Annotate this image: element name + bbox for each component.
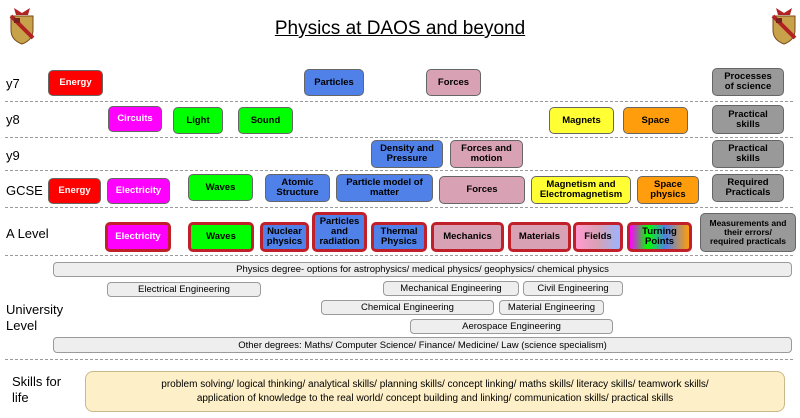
row-separator — [5, 207, 793, 208]
topic-nuclear-line2: physics — [266, 236, 303, 247]
topic-turning-points: Turning Points — [627, 222, 692, 252]
topic-particles-alevel-line3: radiation — [319, 235, 360, 247]
skills-line1: problem solving/ logical thinking/ analy… — [161, 379, 709, 390]
topic-particles-y7: Particles — [304, 69, 364, 96]
topic-electricity-alevel: Electricity — [105, 222, 171, 252]
row-label-gcse: GCSE — [6, 183, 43, 198]
topic-particle-model-line2: matter — [369, 187, 400, 198]
topic-measurements-line1: Measurements and — [709, 218, 787, 229]
topic-magnetism-line2: Electromagnetism — [539, 189, 623, 200]
topic-atomic-line1: Atomic — [281, 177, 314, 189]
row-label-university-line1: University — [6, 302, 64, 317]
topic-measurements-line2: their errors/ — [724, 227, 772, 238]
topic-processes-of-science: Processes of science — [712, 68, 784, 96]
topic-energy-y7: Energy — [48, 70, 103, 96]
topic-thermal-line2: Physics — [381, 236, 417, 247]
topic-mechanics: Mechanics — [431, 222, 504, 252]
row-label-y9: y9 — [6, 148, 20, 163]
topic-waves-gcse: Waves — [188, 174, 253, 201]
topic-required-line1: Required — [727, 177, 769, 189]
topic-forces-gcse: Forces — [439, 176, 525, 204]
university-aerospace-engineering: Aerospace Engineering — [410, 319, 613, 334]
topic-density-line1: Density and — [380, 143, 434, 155]
topic-space-y8: Space — [623, 107, 688, 134]
row-separator — [5, 137, 793, 138]
topic-circuits: Circuits — [108, 106, 162, 132]
topic-density-line2: Pressure — [386, 153, 428, 164]
university-other-degrees: Other degrees: Maths/ Computer Science/ … — [53, 337, 792, 353]
topic-practical-y9-line1: Practical — [728, 143, 768, 155]
topic-thermal-line1: Thermal — [380, 226, 418, 238]
row-separator — [5, 101, 793, 102]
topic-forces-motion-line2: motion — [470, 153, 503, 164]
topic-nuclear-line1: Nuclear — [267, 226, 302, 238]
topic-practical-skills-y9: Practical skills — [712, 140, 784, 168]
topic-space-physics-line2: physics — [650, 189, 686, 200]
topic-space-physics-line1: Space — [654, 179, 682, 191]
topic-magnetism-and-electromagnetism: Magnetism and Electromagnetism — [531, 176, 631, 204]
row-label-y7: y7 — [6, 76, 20, 91]
topic-practical-y8-line1: Practical — [728, 108, 768, 120]
university-mechanical-engineering: Mechanical Engineering — [383, 281, 519, 296]
topic-magnets: Magnets — [549, 107, 614, 134]
topic-magnetism-line1: Magnetism and — [546, 179, 616, 191]
topic-atomic-line2: Structure — [276, 187, 319, 198]
row-label-university-line2: Level — [6, 318, 38, 333]
topic-particles-alevel-line1: Particles — [319, 216, 360, 228]
topic-density-and-pressure: Density and Pressure — [371, 140, 443, 168]
topic-forces-motion-line1: Forces and — [461, 143, 512, 155]
topic-required-practicals: Required Practicals — [712, 174, 784, 202]
topic-electricity-gcse: Electricity — [107, 178, 170, 204]
university-civil-engineering: Civil Engineering — [523, 281, 623, 296]
row-label-skills-line2: life — [12, 390, 29, 405]
topic-energy-gcse: Energy — [48, 178, 101, 204]
topic-required-line2: Practicals — [725, 187, 771, 198]
topic-practical-skills-y8: Practical skills — [712, 105, 784, 134]
topic-measurements-and-errors: Measurements and their errors/ required … — [700, 213, 796, 252]
topic-processes-line2: of science — [724, 81, 772, 92]
row-label-university: University Level — [6, 302, 63, 334]
topic-particles-and-radiation: Particles and radiation — [312, 212, 367, 252]
topic-fields: Fields — [573, 222, 623, 252]
school-crest-icon — [9, 8, 35, 45]
university-chemical-engineering: Chemical Engineering — [321, 300, 494, 315]
topic-nuclear-physics: Nuclear physics — [260, 222, 309, 252]
university-physics-degree: Physics degree- options for astrophysics… — [53, 262, 792, 277]
topic-space-physics: Space physics — [637, 176, 699, 204]
topic-turning-line2: Points — [644, 236, 675, 247]
topic-practical-y8-line2: skills — [736, 118, 760, 130]
topic-measurements-line3: required practicals — [709, 235, 787, 246]
topic-forces-y7: Forces — [426, 69, 481, 96]
row-label-skills: Skills for life — [12, 374, 61, 406]
row-label-alevel: A Level — [6, 226, 49, 241]
row-label-y8: y8 — [6, 112, 20, 127]
skills-for-life-box: problem solving/ logical thinking/ analy… — [85, 371, 785, 412]
topic-waves-alevel: Waves — [188, 222, 254, 252]
university-material-engineering: Material Engineering — [499, 300, 604, 315]
topic-processes-line1: Processes — [724, 71, 772, 83]
row-separator — [5, 255, 793, 256]
topic-light: Light — [173, 107, 223, 134]
topic-sound: Sound — [238, 107, 293, 134]
skills-line2: application of knowledge to the real wor… — [196, 392, 674, 404]
topic-atomic-structure: Atomic Structure — [265, 174, 330, 202]
topic-particle-model-of-matter: Particle model of matter — [336, 174, 433, 202]
topic-particle-model-line1: Particle model of — [346, 177, 423, 189]
university-electrical-engineering: Electrical Engineering — [107, 282, 261, 297]
topic-practical-y9-line2: skills — [736, 153, 760, 164]
page-title: Physics at DAOS and beyond — [274, 18, 526, 39]
row-separator — [5, 359, 793, 360]
topic-turning-line1: Turning — [642, 226, 677, 238]
topic-thermal-physics: Thermal Physics — [371, 222, 427, 252]
topic-materials: Materials — [508, 222, 571, 252]
row-separator — [5, 170, 793, 171]
row-label-skills-line1: Skills for — [12, 374, 62, 389]
topic-particles-alevel-line2: and — [331, 226, 348, 238]
topic-forces-and-motion: Forces and motion — [450, 140, 523, 168]
school-crest-icon — [771, 8, 797, 45]
